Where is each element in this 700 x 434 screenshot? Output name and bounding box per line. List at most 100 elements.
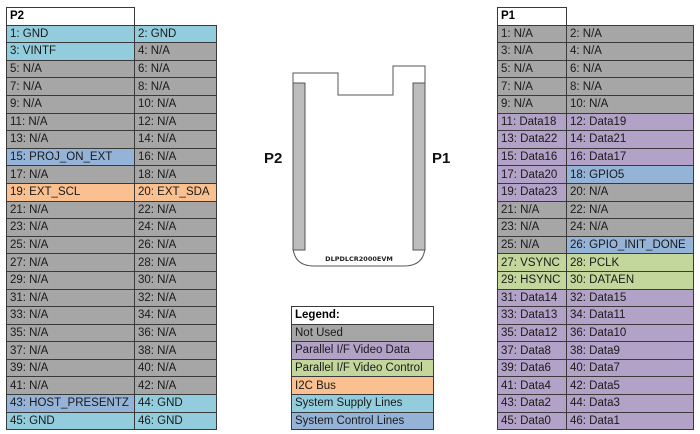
p2-pin-cell: 21: N/A (6, 200, 135, 220)
p1-pin-cell: 42: Data5 (566, 376, 694, 396)
p2-pin-cell: 6: N/A (134, 59, 217, 79)
p1-pin-cell: 19: Data23 (497, 182, 567, 202)
p2-pin-cell: 4: N/A (134, 42, 217, 61)
p1-table-title: P1 (497, 7, 567, 26)
p2-pin-cell: 35: N/A (6, 323, 135, 343)
p2-pin-cell: 12: N/A (134, 112, 217, 132)
p2-pin-cell: 27: N/A (6, 253, 135, 272)
board-name-label: DLPDLCR2000EVM (325, 255, 393, 263)
p1-pin-cell: 39: Data6 (497, 358, 567, 378)
p2-pin-cell: 42: N/A (134, 376, 217, 396)
p1-pin-cell: 17: Data20 (497, 165, 567, 184)
p1-pin-cell: 23: N/A (497, 218, 567, 237)
p1-pin-cell: 10: N/A (566, 94, 694, 114)
p2-pin-cell: 15: PROJ_ON_EXT (6, 147, 135, 167)
p2-pin-cell: 22: N/A (134, 200, 217, 220)
p1-pin-cell: 4: N/A (566, 42, 694, 61)
p1-pin-cell: 28: PCLK (566, 253, 694, 272)
p2-header-spacer (135, 8, 217, 26)
p1-pin-cell: 35: Data12 (497, 323, 567, 343)
p2-pin-cell: 37: N/A (6, 341, 135, 360)
legend-row: Not Used (291, 323, 434, 343)
p2-pin-cell: 9: N/A (6, 94, 135, 114)
board-diagram: DLPDLCR2000EVM (292, 65, 426, 267)
p2-connector-label: P2 (264, 150, 283, 167)
board-outline (292, 65, 426, 267)
p2-pin-cell: 10: N/A (134, 94, 217, 114)
p2-pin-cell: 33: N/A (6, 306, 135, 325)
p2-pin-cell: 3: VINTF (6, 42, 135, 61)
p2-pin-cell: 18: N/A (134, 165, 217, 184)
legend-row: Parallel I/F Video Control (291, 358, 434, 378)
p1-pin-cell: 5: N/A (497, 59, 567, 79)
p2-pin-cell: 28: N/A (134, 253, 217, 272)
p1-pin-cell: 16: Data17 (566, 147, 694, 167)
p2-pin-cell: 16: N/A (134, 147, 217, 167)
p1-pin-cell: 25: N/A (497, 235, 567, 255)
p1-pin-cell: 33: Data13 (497, 306, 567, 325)
p1-pin-cell: 32: Data15 (566, 288, 694, 308)
p1-pin-cell: 29: HSYNC (497, 270, 567, 290)
p1-pin-cell: 24: N/A (566, 218, 694, 237)
p1-header-row: P1 (497, 7, 694, 26)
p1-connector-label: P1 (432, 150, 451, 167)
p1-pin-cell: 3: N/A (497, 42, 567, 61)
p2-connector (292, 82, 306, 251)
p1-pin-cell: 9: N/A (497, 94, 567, 114)
legend-title: Legend: (291, 306, 434, 325)
p1-pin-cell: 8: N/A (566, 77, 694, 96)
legend-row: System Control Lines (291, 411, 434, 431)
p2-table-title: P2 (6, 7, 135, 26)
legend-item-i2c: I2C Bus (291, 376, 434, 395)
p1-pin-cell: 44: Data3 (566, 394, 694, 413)
p1-pin-cell: 41: Data4 (497, 376, 567, 396)
p2-pin-cell: 36: N/A (134, 323, 217, 343)
p1-pin-cell: 15: Data16 (497, 147, 567, 167)
p2-pin-cell: 26: N/A (134, 235, 217, 255)
p2-header-row: P2 (6, 7, 217, 26)
p2-pin-cell: 8: N/A (134, 77, 217, 96)
p1-pin-cell: 14: Data21 (566, 130, 694, 149)
p1-pin-cell: 7: N/A (497, 77, 567, 96)
p1-pin-cell: 38: Data9 (566, 341, 694, 360)
legend-header-row: Legend: (291, 306, 434, 325)
p2-pin-cell: 5: N/A (6, 59, 135, 79)
p2-pin-cell: 23: N/A (6, 218, 135, 237)
p1-pin-cell: 36: Data10 (566, 323, 694, 343)
p1-pin-cell: 2: N/A (566, 24, 694, 44)
p2-pin-cell: 46: GND (134, 411, 217, 431)
p2-pin-cell: 41: N/A (6, 376, 135, 396)
